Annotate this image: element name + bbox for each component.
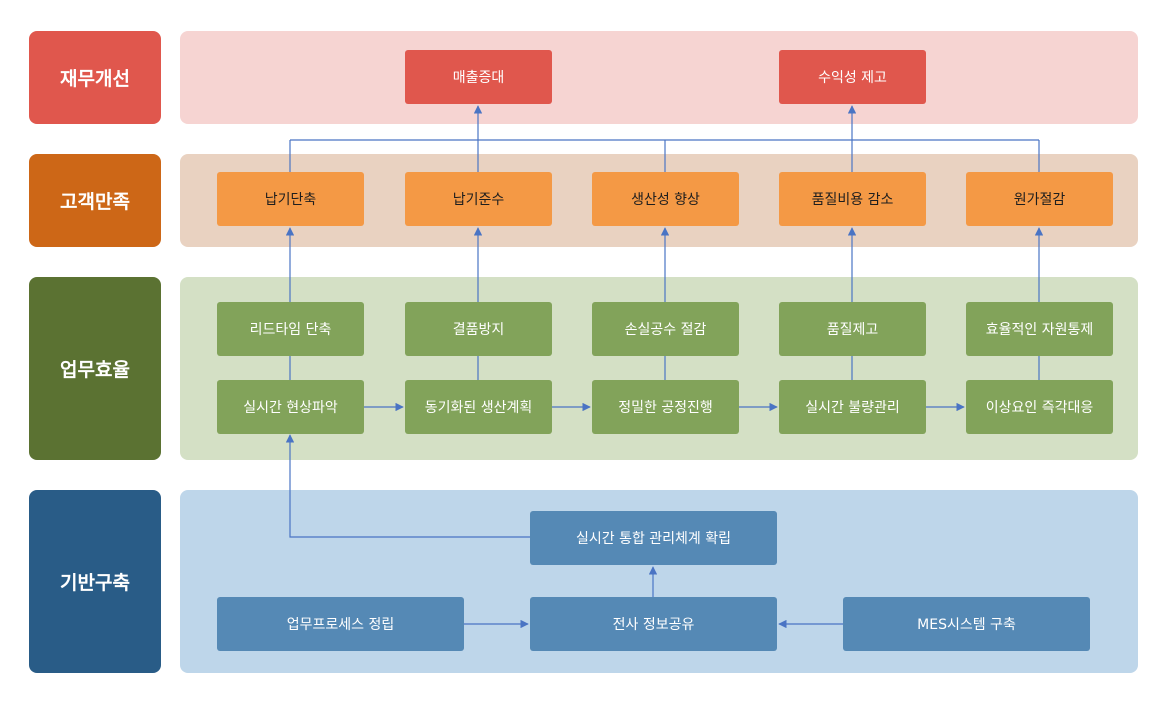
node-ops-top-3: 손실공수 절감 <box>592 302 739 356</box>
node-info-sharing: 전사 정보공유 <box>530 597 777 651</box>
node-ops-bottom-3: 정밀한 공정진행 <box>592 380 739 434</box>
node-lead-time-shortening: 납기단축 <box>217 172 364 226</box>
band-finance <box>180 31 1138 124</box>
node-ops-top-2: 결품방지 <box>405 302 552 356</box>
node-ops-top-5: 효율적인 자원통제 <box>966 302 1113 356</box>
node-productivity: 생산성 향상 <box>592 172 739 226</box>
node-revenue-increase: 매출증대 <box>405 50 552 104</box>
row-label-customer: 고객만족 <box>29 154 161 247</box>
node-ops-top-4: 품질제고 <box>779 302 926 356</box>
node-ops-bottom-2: 동기화된 생산계획 <box>405 380 552 434</box>
node-ops-top-1: 리드타임 단축 <box>217 302 364 356</box>
node-mes-system: MES시스템 구축 <box>843 597 1090 651</box>
node-profitability: 수익성 제고 <box>779 50 926 104</box>
row-label-infrastructure: 기반구축 <box>29 490 161 673</box>
node-ops-bottom-5: 이상요인 즉각대응 <box>966 380 1113 434</box>
node-delivery-compliance: 납기준수 <box>405 172 552 226</box>
node-ops-bottom-1: 실시간 현상파악 <box>217 380 364 434</box>
node-integrated-management: 실시간 통합 관리체계 확립 <box>530 511 777 565</box>
row-label-operations: 업무효율 <box>29 277 161 460</box>
node-business-process: 업무프로세스 정립 <box>217 597 464 651</box>
node-quality-cost: 품질비용 감소 <box>779 172 926 226</box>
row-label-finance: 재무개선 <box>29 31 161 124</box>
node-ops-bottom-4: 실시간 불량관리 <box>779 380 926 434</box>
node-cost-reduction: 원가절감 <box>966 172 1113 226</box>
